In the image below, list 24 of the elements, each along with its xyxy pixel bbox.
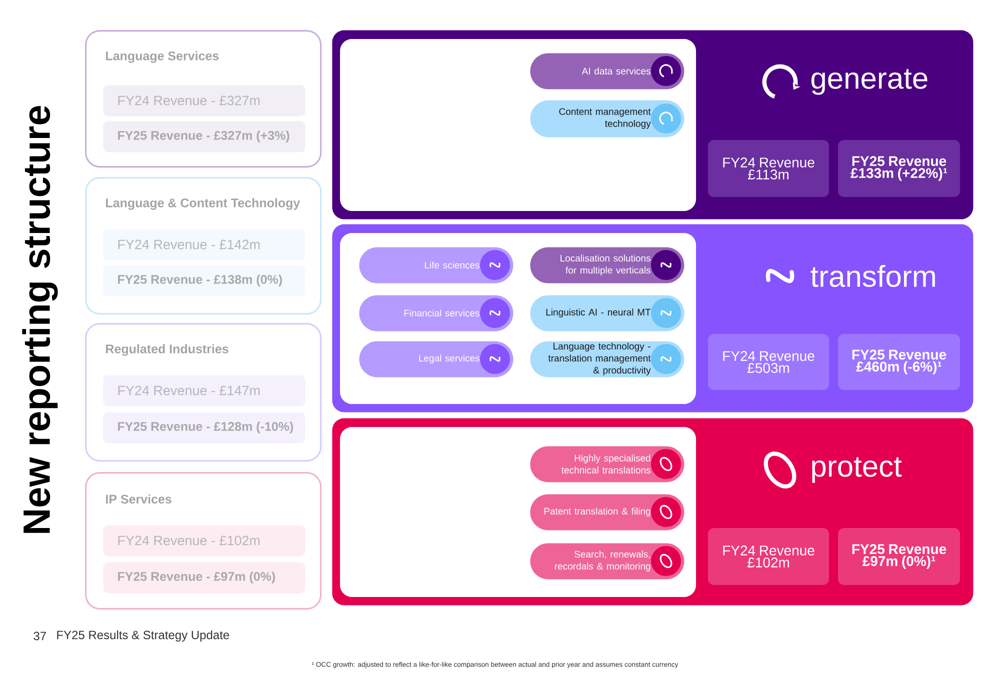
page-title: New reporting structure bbox=[22, 106, 58, 533]
revenue-box: FY25 Revenue £460m (-6%)¹ bbox=[838, 334, 960, 390]
revenue-box: FY25 Revenue - £138m (0%) bbox=[103, 265, 306, 296]
revenue-box: FY25 Revenue £97m (0%)¹ bbox=[838, 528, 960, 585]
revenue-box: FY24 Revenue - £142m bbox=[103, 229, 306, 260]
page-number: 37 bbox=[34, 632, 46, 640]
card-heading: Language & Content Technology bbox=[106, 198, 300, 210]
revenue-box: FY25 Revenue £133m (+22%)¹ bbox=[838, 140, 960, 197]
revenue-box: FY24 Revenue £113m bbox=[708, 140, 830, 197]
revenue-box: FY24 Revenue - £147m bbox=[103, 375, 306, 406]
revenue-box: FY24 Revenue £102m bbox=[708, 528, 830, 585]
revenue-box: FY25 Revenue - £97m (0%) bbox=[103, 562, 306, 594]
band-heading: generate bbox=[811, 69, 928, 95]
card-heading: Regulated Industries bbox=[106, 344, 228, 356]
revenue-box: FY25 Revenue - £327m (+3%) bbox=[103, 121, 306, 152]
band-heading: transform bbox=[810, 265, 935, 287]
band-heading: protect bbox=[812, 457, 902, 483]
revenue-box: FY24 Revenue £503m bbox=[708, 334, 830, 390]
card-heading: IP Services bbox=[106, 494, 172, 504]
card-heading: Language Services bbox=[106, 51, 219, 63]
revenue-box: FY24 Revenue - £327m bbox=[103, 85, 306, 116]
revenue-box: FY24 Revenue - £102m bbox=[103, 525, 306, 556]
footer-text: FY25 Results & Strategy Update bbox=[57, 630, 230, 642]
revenue-box: FY25 Revenue - £128m (-10%) bbox=[103, 412, 306, 444]
